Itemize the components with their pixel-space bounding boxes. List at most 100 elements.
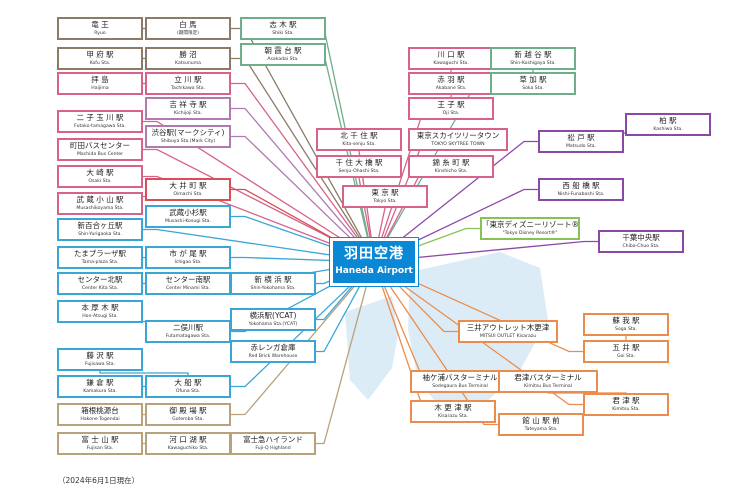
station-name-en: Fuji-Q Highland (255, 446, 291, 451)
route-line (384, 188, 538, 257)
station-name-en: Kimitsu Sta. (612, 407, 640, 412)
station-name-en: Red Brick Warehouse (248, 354, 298, 359)
station-name: 川 口 駅 (437, 50, 465, 59)
station-name: 大 崎 駅 (86, 168, 114, 177)
station-name-en: Chiba-Chuo Sta. (622, 244, 660, 249)
station-name-en: Ichigao Sta. (174, 260, 202, 265)
haneda-airport-hub: 羽田空港 Haneda Airport (330, 238, 418, 286)
station-name: 志 木 駅 (269, 20, 297, 29)
station-name: 五 井 駅 (612, 343, 640, 352)
station-box-kashiwa-sta: 柏 駅 Kashiwa Sta. (625, 113, 711, 136)
route-line (143, 120, 361, 252)
station-name-en: Kawaguchiko Sta. (167, 446, 209, 451)
station-name: 木 更 津 駅 (434, 403, 472, 412)
station-name: 御 殿 場 駅 (169, 406, 207, 415)
station-name: 三井アウトレット木更津 (466, 323, 550, 332)
station-box-kimitsu-sta: 君 津 駅 Kimitsu Sta. (583, 393, 669, 416)
station-name-en: Asakadai Sta. (267, 57, 299, 62)
route-line (386, 272, 583, 406)
station-name: 武 蔵 小 山 駅 (76, 195, 124, 204)
station-name-en: Musashikoyama Sta. (76, 206, 124, 211)
station-name: 二俣川駅 (173, 323, 203, 332)
station-name-en: Kinshicho Sta. (434, 169, 468, 174)
station-name-en: Kawaguchi Sta. (433, 61, 469, 66)
station-name-en: Gotemba Sta. (172, 417, 204, 422)
station-box-gotemba-sta: 御 殿 場 駅 Gotemba Sta. (145, 403, 231, 426)
station-name-en: Center Minami Sta. (165, 286, 211, 291)
station-name-en: Kisarazu Sta. (438, 414, 468, 419)
station-name: 大 船 駅 (174, 378, 202, 387)
route-line (143, 228, 361, 261)
station-box-center-minami-sta: センター南駅 Center Minami Sta. (145, 272, 231, 295)
route-line (231, 215, 365, 259)
station-name: 「東京ディズニーリゾート®」 (482, 220, 580, 229)
station-box-kichijoji-sta: 吉 祥 寺 駅 Kichijoji Sta. (145, 97, 231, 120)
station-name: 東京スカイツリータウン (416, 131, 500, 140)
station-name-en: Kita-senju Sta. (342, 142, 376, 147)
route-line (231, 256, 365, 263)
station-name-en: Oji Sta. (442, 111, 460, 116)
station-name-en: TOKYO SKYTREE TOWN (431, 142, 485, 147)
station-name-en: Kofu Sta. (89, 61, 111, 66)
station-name-en: Katsunuma (175, 61, 201, 66)
station-name-en: Kichijoji Sta. (173, 111, 203, 116)
station-name: 柏 駅 (659, 116, 677, 125)
station-name: 吉 祥 寺 駅 (169, 100, 207, 109)
station-name-en: Akabane Sta. (435, 86, 467, 91)
station-box-3: 白 馬(期間限定) (145, 17, 231, 40)
station-name: センター南駅 (165, 275, 211, 284)
station-name: 君 津 駅 (612, 396, 640, 405)
station-name: 白 馬 (179, 20, 197, 29)
station-name-en: Osaki Sta. (88, 179, 112, 184)
station-name-en: Hon-Atsugi Sta. (82, 314, 118, 319)
station-name: 本 厚 木 駅 (81, 303, 119, 312)
station-name-en: Futamatagawa Sta. (165, 334, 211, 339)
station-name: 横浜駅(YCAT) (249, 311, 297, 320)
route-line (316, 276, 370, 445)
station-name-en: Kashiwa Sta. (653, 127, 683, 132)
station-box-hon-atsugi-sta: 本 厚 木 駅 Hon-Atsugi Sta. (57, 300, 143, 323)
station-name: 千 住 大 橋 駅 (335, 158, 383, 167)
station-name: 松 戸 駅 (567, 133, 595, 142)
station-name-en: Musashi-Kosugi Sta. (165, 219, 211, 224)
station-name: 東 京 駅 (371, 188, 399, 197)
station-name: 渋谷駅(マークシティ) (151, 128, 225, 137)
station-name-en: Matsudo Sta. (565, 144, 597, 149)
station-box-tokyo-disney-resort: 「東京ディズニーリゾート®」"Tokyo Disney Resort®" (480, 217, 580, 240)
station-box-kisarazu-sta: 木 更 津 駅 Kisarazu Sta. (410, 400, 496, 423)
station-name: 町田バスセンター (70, 141, 130, 150)
station-name-en: Oimachi Sta. (173, 192, 203, 197)
station-name: 西 船 橋 駅 (562, 181, 600, 190)
station-name: 新 越 谷 駅 (514, 50, 552, 59)
station-name: 君津バスターミナル (514, 373, 582, 382)
station-box-osaki-sta: 大 崎 駅 Osaki Sta. (57, 165, 143, 188)
station-name: 新 横 浜 駅 (254, 275, 292, 284)
station-box-matsudo-sta: 松 戸 駅 Matsudo Sta. (538, 130, 624, 153)
route-line (231, 273, 366, 416)
station-name: 藤 沢 駅 (86, 351, 114, 360)
route-line (231, 188, 366, 257)
station-name: 王 子 駅 (437, 100, 465, 109)
station-name-en: Shin-Yurigaoka Sta. (78, 232, 122, 237)
station-name-en: Ryuo (94, 31, 106, 36)
station-name: 千葉中央駅 (622, 233, 660, 242)
